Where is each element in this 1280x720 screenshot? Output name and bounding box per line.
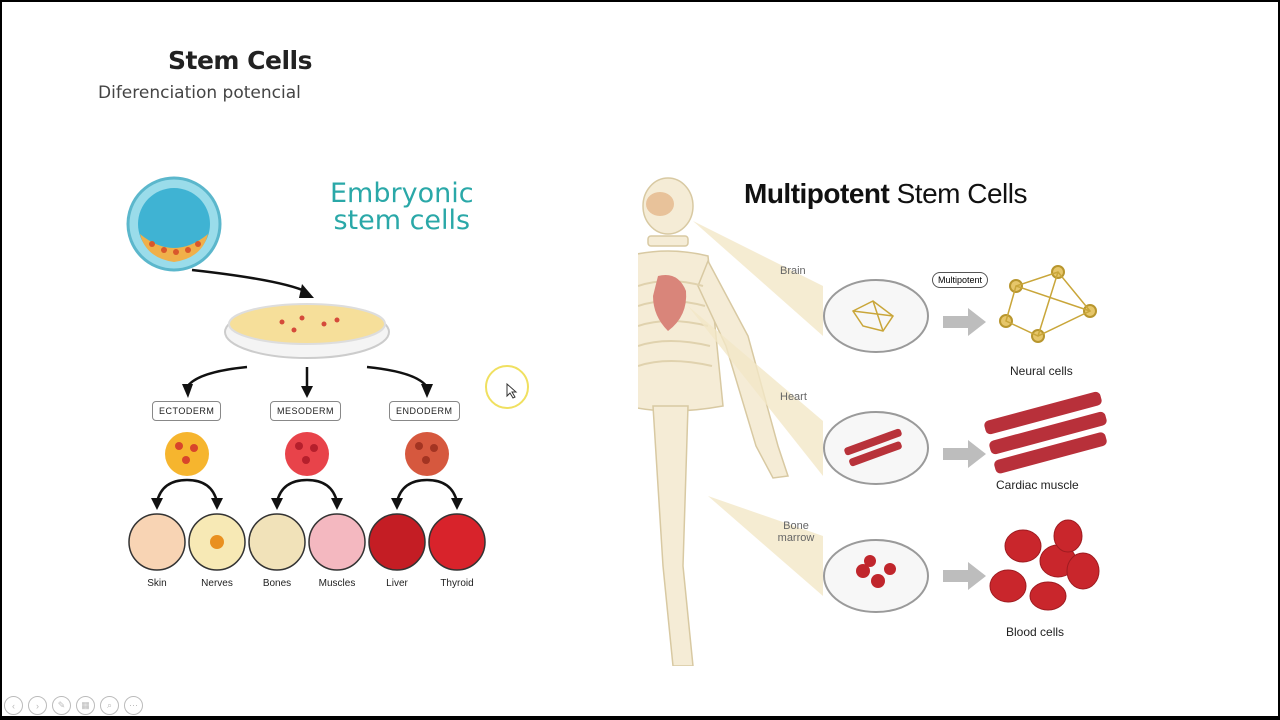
- tissue-label-liver: Liver: [386, 578, 408, 589]
- result-label-blood: Blood cells: [1006, 625, 1065, 639]
- page-subtitle: Diferenciation potencial: [98, 83, 301, 103]
- embryonic-heading-line1: Embryonic: [330, 178, 474, 209]
- tissue-label-bones: Bones: [262, 578, 292, 589]
- next-icon[interactable]: ›: [28, 696, 47, 715]
- presenter-toolbar: ‹ › ✎ ▦ ⌕ ⋯: [4, 696, 143, 715]
- result-label-cardiac: Cardiac muscle: [996, 478, 1079, 492]
- more-icon[interactable]: ⋯: [124, 696, 143, 715]
- page-title: Stem Cells: [168, 46, 313, 75]
- organ-label-brain: Brain: [780, 265, 806, 277]
- prev-icon[interactable]: ‹: [4, 696, 23, 715]
- tissue-label-muscles: Muscles: [318, 578, 356, 589]
- organ-label-bone-marrow: Bone marrow: [777, 520, 815, 544]
- multipotent-heading-bold: Multipotent: [744, 178, 890, 209]
- multipotent-illustration: [638, 176, 1128, 666]
- embryonic-heading-line2: stem cells: [333, 205, 471, 236]
- multipotent-tag: Multipotent: [932, 272, 989, 288]
- organ-label-heart: Heart: [780, 391, 807, 403]
- tissue-label-skin: Skin: [147, 578, 167, 589]
- multipotent-heading-rest: Stem Cells: [889, 178, 1028, 209]
- embryonic-illustration: [126, 176, 486, 571]
- multipotent-heading: Multipotent Stem Cells: [744, 178, 1027, 210]
- germ-label-mesoderm: MESODERM: [270, 401, 342, 421]
- germ-label-endoderm: ENDODERM: [389, 401, 460, 421]
- tissue-label-thyroid: Thyroid: [440, 578, 474, 589]
- cursor-highlight: [485, 365, 529, 409]
- zoom-icon[interactable]: ⌕: [100, 696, 119, 715]
- germ-label-ectoderm: ECTODERM: [152, 401, 222, 421]
- slides-icon[interactable]: ▦: [76, 696, 95, 715]
- pen-icon[interactable]: ✎: [52, 696, 71, 715]
- result-label-neural: Neural cells: [1010, 364, 1073, 378]
- tissue-label-nerves: Nerves: [201, 578, 233, 589]
